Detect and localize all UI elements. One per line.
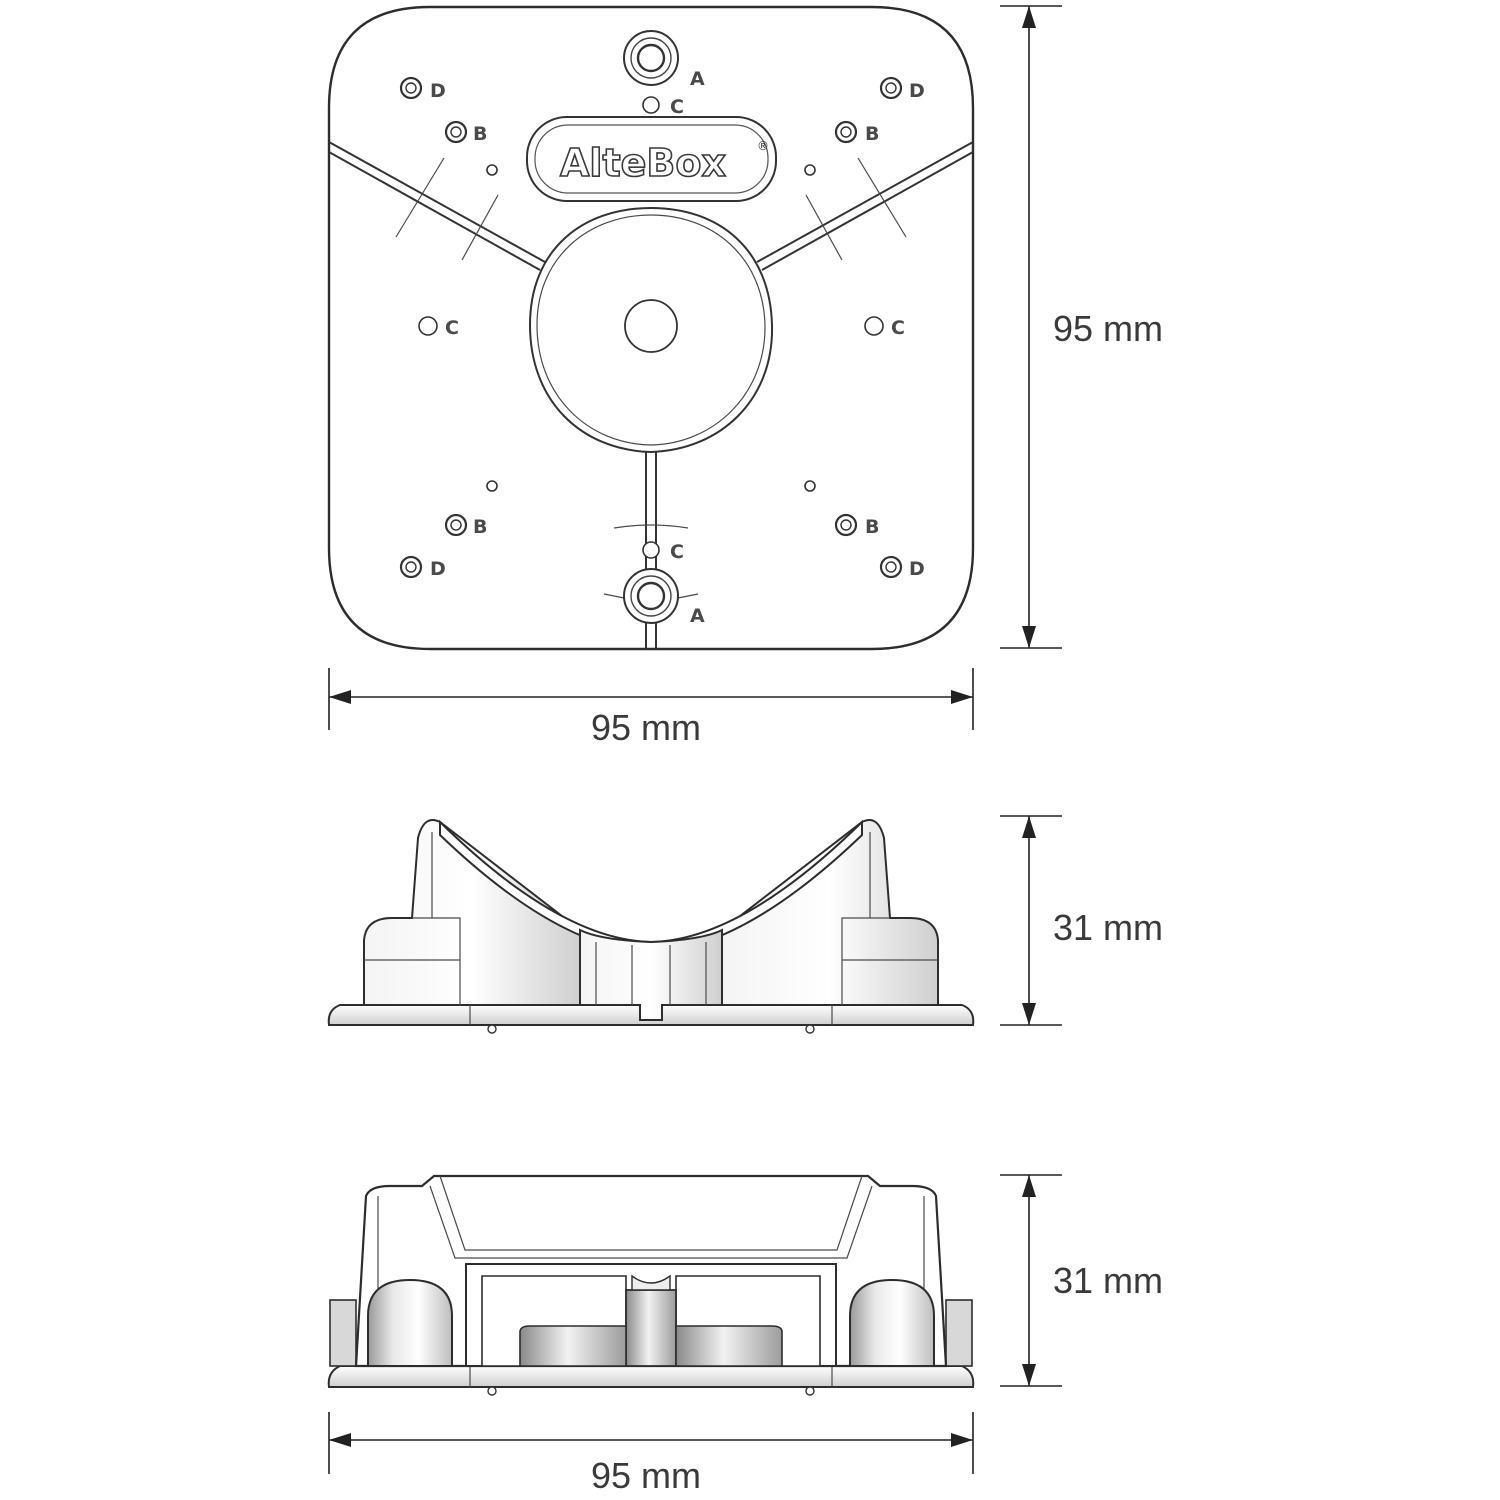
side-view-side-height-dimension: 31 mm xyxy=(1000,1174,1163,1387)
top-view-height-label: 95 mm xyxy=(1053,308,1163,349)
locating-pins xyxy=(486,164,816,492)
label-c-bottom: C xyxy=(670,541,684,563)
mounting-hole-a-bottom xyxy=(623,568,679,624)
side-view-side-width-label: 95 mm xyxy=(591,1455,701,1496)
label-c-top: C xyxy=(670,96,684,118)
front-left-tower xyxy=(363,819,581,1006)
label-b-bottom-left: B xyxy=(473,516,487,538)
label-a-top: A xyxy=(690,68,705,90)
mounting-holes-d xyxy=(399,76,903,579)
label-a-bottom: A xyxy=(690,605,705,627)
brand-logo: AlteBox ® xyxy=(526,116,777,202)
side-view-front-height-dimension: 31 mm xyxy=(1000,815,1163,1026)
central-collar xyxy=(528,206,774,454)
label-d-top-right: D xyxy=(909,80,925,102)
mounting-holes-b xyxy=(444,120,858,537)
side-view-side-width-dimension: 95 mm xyxy=(328,1412,974,1496)
side-right-puck xyxy=(675,1325,783,1367)
label-c-left: C xyxy=(445,317,459,339)
front-detail-lines xyxy=(364,832,938,1025)
brand-name: AlteBox xyxy=(560,141,726,185)
side-center-pillar xyxy=(625,1289,677,1367)
front-right-tower xyxy=(721,819,939,1006)
hole-labels: A C D D B B C C B B C D D A xyxy=(430,68,925,627)
side-detail-lines xyxy=(377,1175,925,1387)
side-view-side-height-label: 31 mm xyxy=(1053,1260,1163,1301)
registered-mark: ® xyxy=(757,139,769,153)
side-view-front xyxy=(327,819,975,1034)
label-b-bottom-right: B xyxy=(865,516,879,538)
channel-tick-marks xyxy=(395,157,907,599)
front-center-block xyxy=(579,928,723,1021)
top-view-width-dimension: 95 mm xyxy=(328,668,974,748)
mounting-holes-c xyxy=(418,96,884,559)
side-left-puck xyxy=(519,1325,627,1367)
side-view-side xyxy=(327,1174,975,1396)
side-left-dome xyxy=(367,1278,453,1367)
side-view-front-height-label: 31 mm xyxy=(1053,907,1163,948)
side-right-dome xyxy=(849,1278,935,1367)
label-d-top-left: D xyxy=(430,80,446,102)
top-view: AlteBox ® xyxy=(327,5,975,651)
top-view-width-label: 95 mm xyxy=(591,707,701,748)
mounting-hole-a-top xyxy=(623,30,679,86)
label-d-bottom-right: D xyxy=(909,558,925,580)
side-base-flange xyxy=(327,1365,975,1388)
label-b-top-left: B xyxy=(473,123,487,145)
label-b-top-right: B xyxy=(865,123,879,145)
label-d-bottom-left: D xyxy=(430,558,446,580)
top-view-height-dimension: 95 mm xyxy=(1000,5,1163,649)
center-hole xyxy=(624,299,678,353)
label-c-right: C xyxy=(891,317,905,339)
